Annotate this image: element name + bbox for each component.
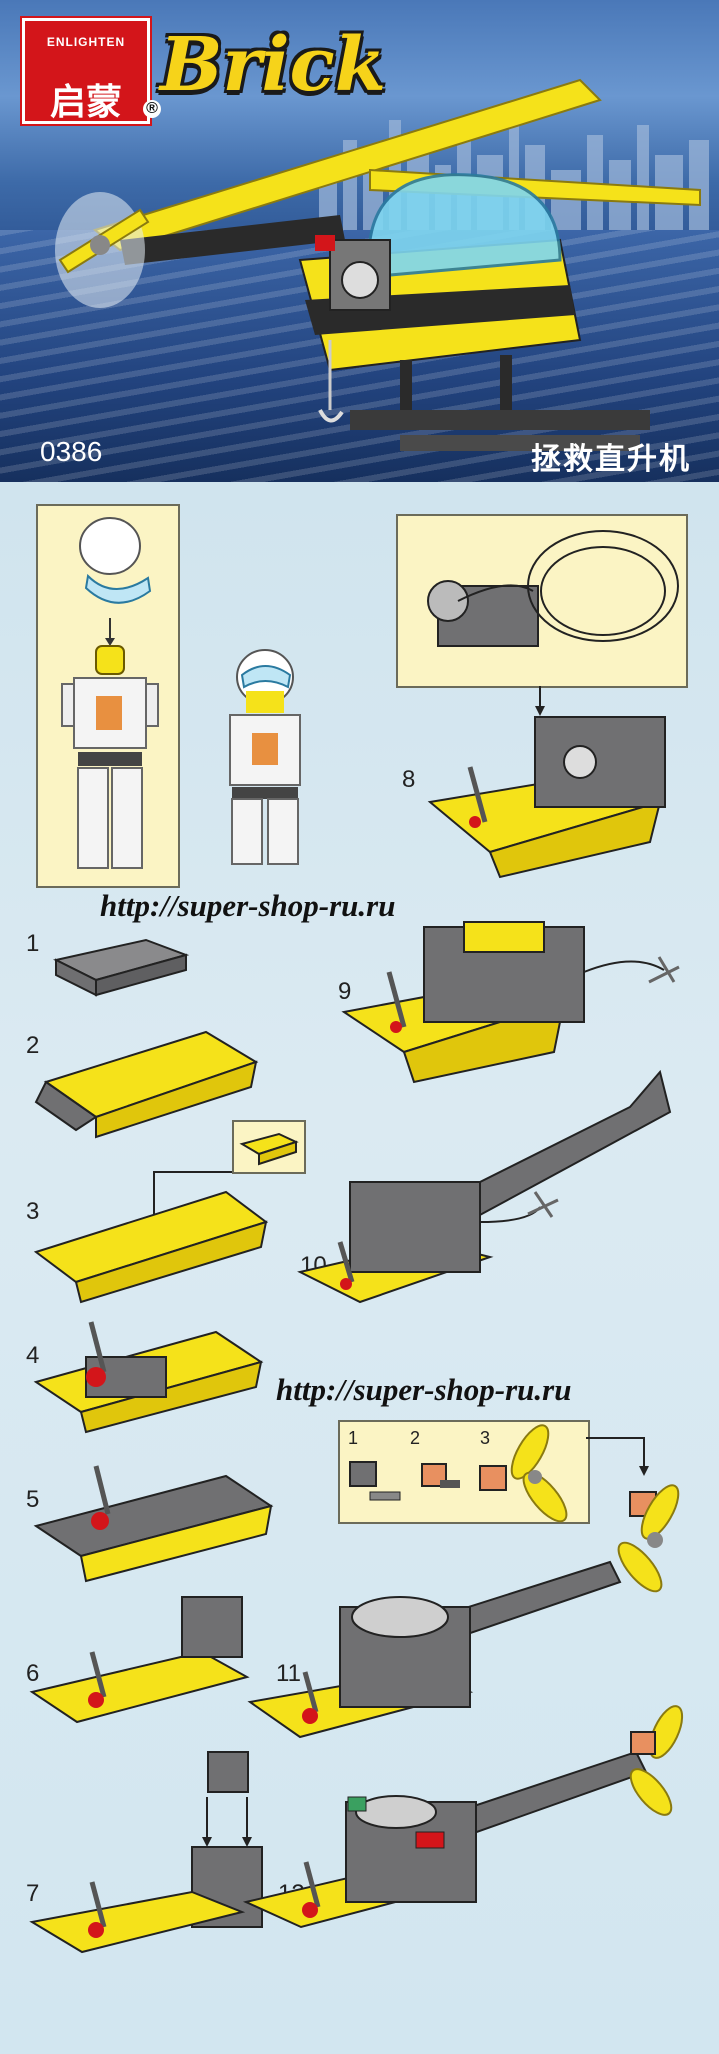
step-8-drawing <box>427 716 666 879</box>
substep-2-number: 2 <box>410 1428 421 1448</box>
step-2-drawing <box>34 1030 259 1139</box>
step-3-number: 3 <box>26 1198 40 1225</box>
brand-title: Brick <box>160 22 386 108</box>
logo-chinese-text: 启蒙 <box>49 82 122 123</box>
watermark-url-mid: http://super-shop-ru.ru <box>276 1372 572 1407</box>
step-10-drawing <box>297 1069 672 1304</box>
watermark-url-top: http://super-shop-ru.ru <box>100 888 396 923</box>
step-1-number: 1 <box>26 930 40 957</box>
step-3-callout <box>232 1120 306 1174</box>
arrow-to-step8 <box>535 686 545 716</box>
instructions-area: 8 http://super-shop-ru.ru 1 9 <box>0 482 719 2054</box>
step-7-number: 7 <box>26 1880 40 1907</box>
tail-rotor-drawing <box>617 1484 680 1593</box>
step-11-number: 11 <box>276 1660 301 1687</box>
substep-1-number: 1 <box>348 1428 359 1448</box>
cover-helicopter <box>55 78 701 451</box>
minifigure-panel <box>36 504 180 888</box>
model-number: 0386 <box>40 436 103 467</box>
step-12-drawing <box>242 1705 684 1929</box>
arrow-to-tail <box>586 1437 649 1476</box>
registered-mark: ® <box>143 100 161 118</box>
tail-rotor-substeps-panel: 1 2 3 <box>338 1420 590 1524</box>
step-5-drawing <box>33 1465 274 1583</box>
substeps-drawing <box>349 1424 568 1523</box>
minifig-parts-drawing <box>61 517 159 869</box>
step-7-drawing <box>29 1751 263 1954</box>
cover-photo: ENLIGHTEN 启蒙 Brick ® 0386 拯救直升机 <box>0 0 719 482</box>
step-8-number: 8 <box>402 766 416 793</box>
step-9-number: 9 <box>338 978 352 1005</box>
step-6-number: 6 <box>26 1660 40 1687</box>
winch-drawing <box>427 530 679 647</box>
logo-latin-text: ENLIGHTEN <box>46 35 126 49</box>
winch-panel <box>396 514 688 688</box>
step-4-drawing <box>33 1321 264 1434</box>
step-3-callout-brick <box>239 1132 299 1166</box>
step-11-drawing <box>247 1560 622 1739</box>
product-name: 拯救直升机 <box>531 442 691 477</box>
step-1-drawing <box>53 938 190 997</box>
step-4-number: 4 <box>26 1342 40 1369</box>
step-9-drawing <box>341 921 680 1084</box>
step-5-number: 5 <box>26 1486 40 1513</box>
enlighten-logo: ENLIGHTEN 启蒙 <box>22 18 150 124</box>
step-2-number: 2 <box>26 1032 40 1059</box>
minifigure-assembled <box>229 649 301 865</box>
step-3-drawing <box>33 1171 269 1304</box>
substep-3-number: 3 <box>480 1428 491 1448</box>
step-6-drawing <box>29 1596 250 1724</box>
